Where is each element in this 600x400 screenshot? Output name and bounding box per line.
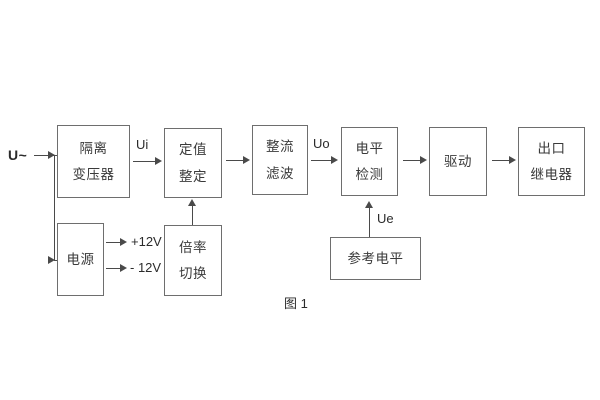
block-setting-value[interactable]: 定值 整定 <box>164 128 222 198</box>
block-rectify-filter-line-1: 整流 <box>266 139 294 154</box>
line-multiplier-to-setting <box>192 205 193 225</box>
input-stub-line <box>34 155 54 156</box>
block-level-detect-line-1: 电平 <box>355 140 384 156</box>
line-setting-to-rectify <box>226 160 245 161</box>
line-level-to-drive <box>403 160 422 161</box>
block-output-relay[interactable]: 出口 继电器 <box>518 127 585 196</box>
block-setting-value-line-1: 定值 <box>179 142 207 157</box>
label-rail-negative: - 12V <box>130 260 162 275</box>
label-uo: Uo <box>313 136 330 151</box>
block-output-relay-line-1: 出口 <box>537 140 566 156</box>
line-rail-negative <box>106 268 122 269</box>
arrowhead-rail-positive-icon <box>120 237 127 246</box>
arrowhead-reference-to-level-icon <box>364 201 373 208</box>
label-ue: Ue <box>377 211 394 226</box>
block-power-supply-line-1: 电源 <box>66 251 95 267</box>
arrowhead-to-transformer-icon <box>48 150 55 159</box>
block-setting-value-line-2: 整定 <box>179 168 207 184</box>
input-source-label: U~ <box>8 147 28 163</box>
arrowhead-drive-to-relay-icon <box>509 155 516 164</box>
arrowhead-to-power-icon <box>48 255 55 264</box>
arrowhead-setting-to-rectify-icon <box>243 155 250 164</box>
block-rectify-filter-line-2: 滤波 <box>266 165 294 181</box>
arrowhead-transformer-to-setting-icon <box>155 156 162 165</box>
block-reference-level-line-1: 参考电平 <box>347 250 404 266</box>
line-transformer-to-setting <box>133 161 157 162</box>
block-multiplier-switch[interactable]: 倍率 切换 <box>164 225 222 296</box>
block-isolation-transformer-line-2: 变压器 <box>72 167 115 182</box>
block-output-relay-line-2: 继电器 <box>530 167 573 182</box>
block-level-detect[interactable]: 电平 检测 <box>341 127 398 196</box>
line-reference-to-level <box>369 207 370 237</box>
block-drive-line-1: 驱动 <box>444 153 472 169</box>
input-bus-vertical-line <box>54 155 55 260</box>
arrowhead-level-to-drive-icon <box>420 155 427 164</box>
block-reference-level[interactable]: 参考电平 <box>330 237 421 280</box>
block-isolation-transformer[interactable]: 隔离 变压器 <box>57 125 130 198</box>
label-ui: Ui <box>136 137 149 152</box>
figure-caption: 图 1 <box>284 296 308 311</box>
block-isolation-transformer-line-1: 隔离 <box>79 140 108 156</box>
arrowhead-rail-negative-icon <box>120 263 127 272</box>
line-rail-positive <box>106 242 122 243</box>
arrowhead-multiplier-to-setting-icon <box>187 199 196 206</box>
block-power-supply[interactable]: 电源 <box>57 223 104 296</box>
arrowhead-rectify-to-level-icon <box>331 155 338 164</box>
block-rectify-filter[interactable]: 整流 滤波 <box>252 125 308 195</box>
block-multiplier-switch-line-2: 切换 <box>179 266 207 281</box>
line-rectify-to-level <box>311 160 333 161</box>
block-level-detect-line-2: 检测 <box>355 167 384 182</box>
block-drive[interactable]: 驱动 <box>429 127 487 196</box>
block-multiplier-switch-line-1: 倍率 <box>179 239 207 255</box>
line-drive-to-relay <box>492 160 511 161</box>
label-rail-positive: +12V <box>131 234 162 249</box>
